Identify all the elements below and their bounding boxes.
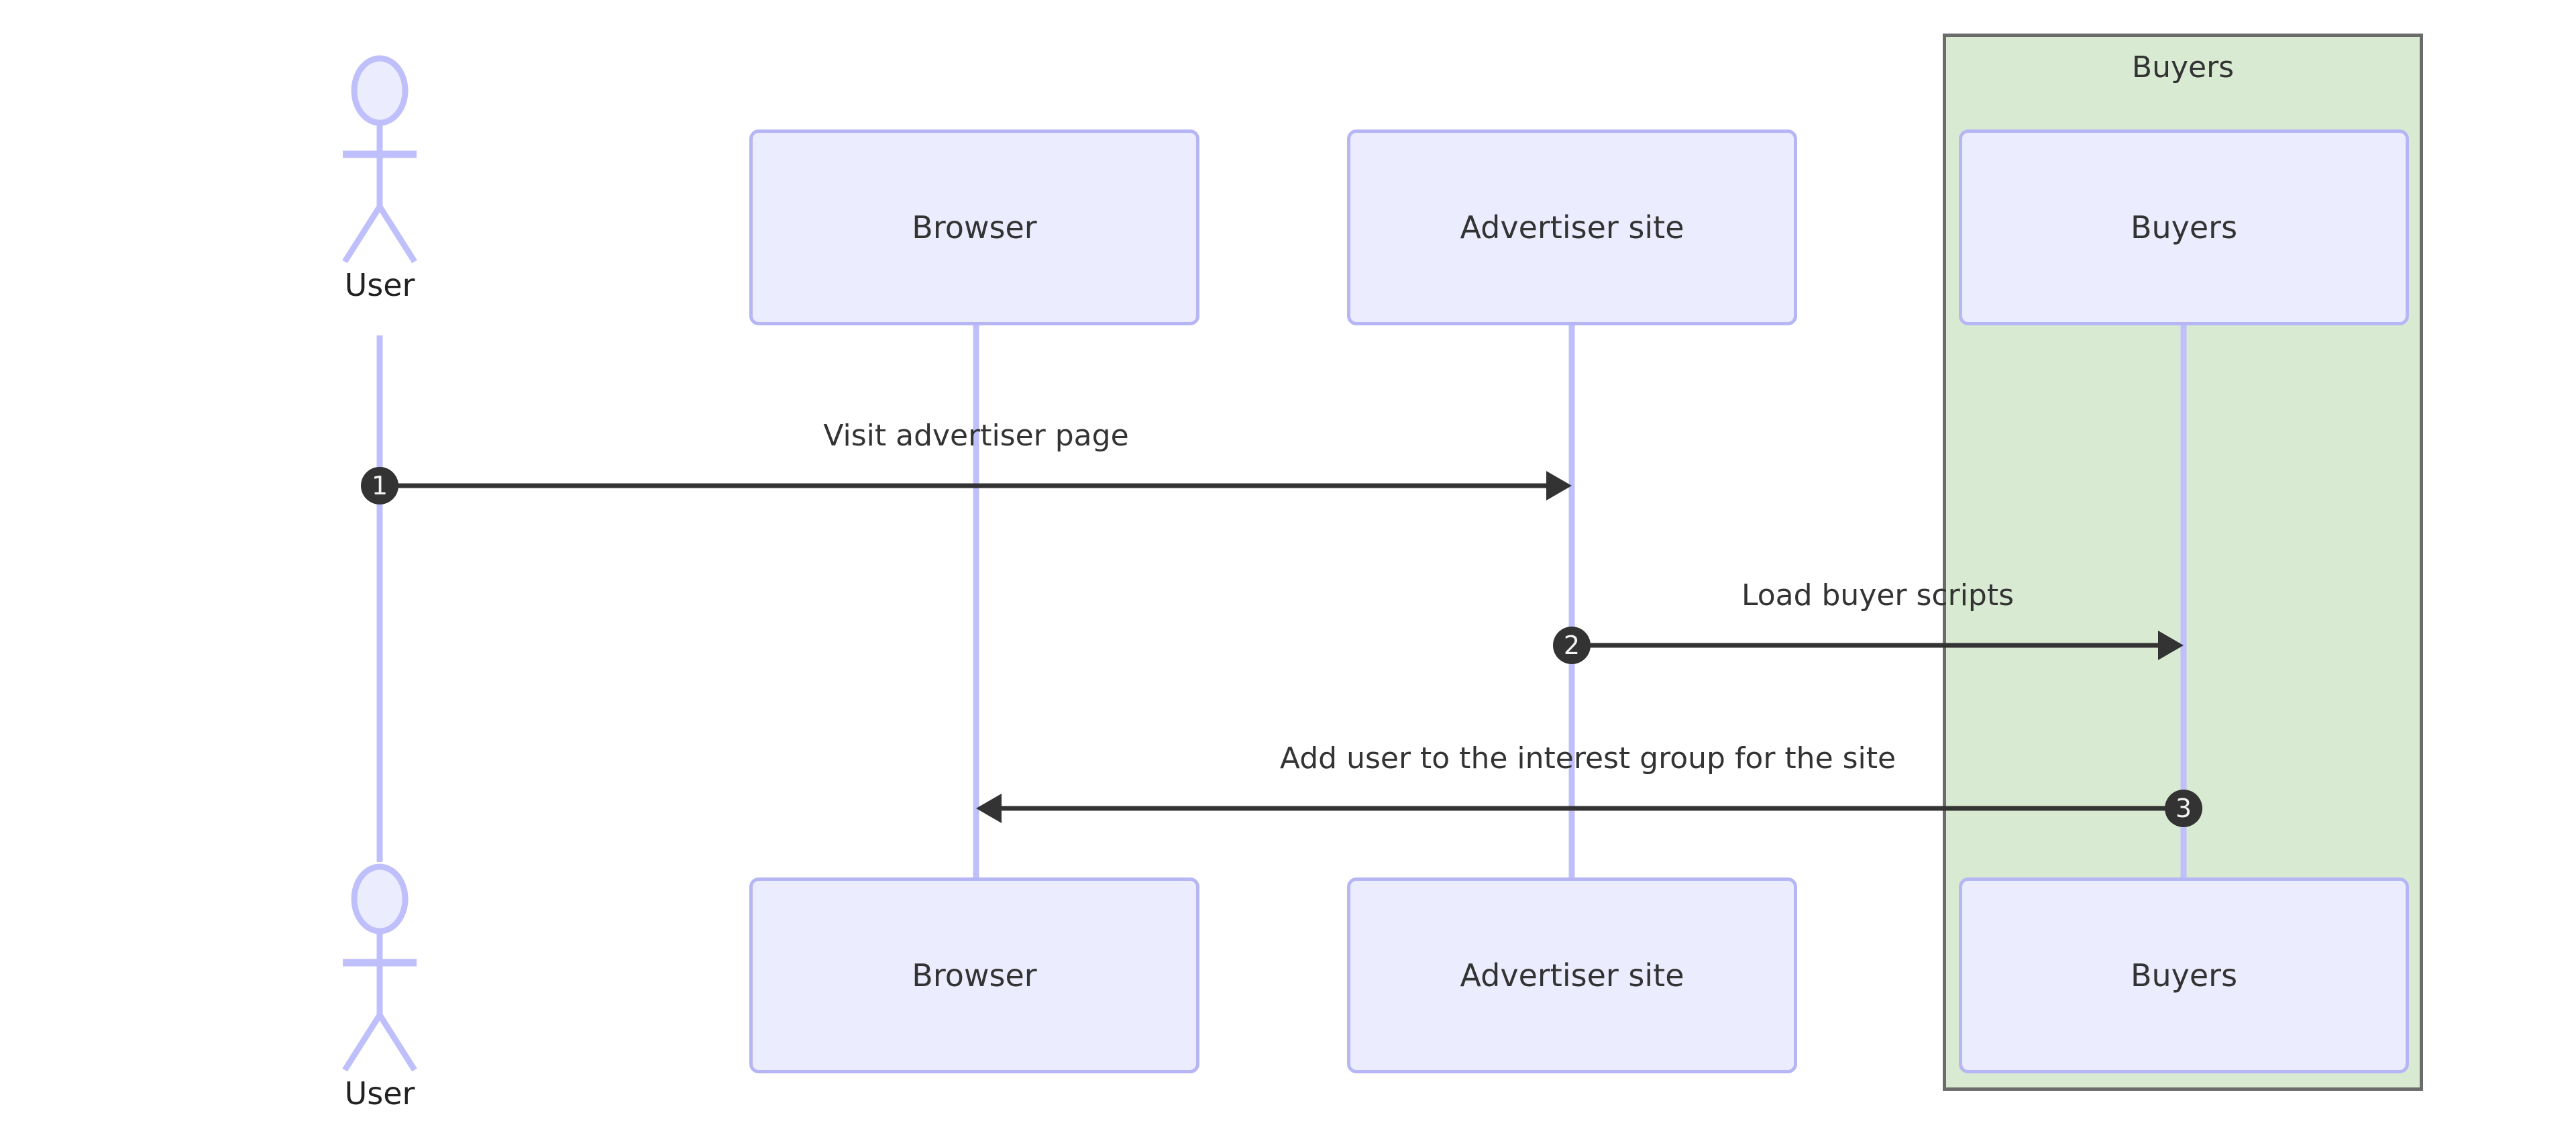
message-label-1: Visit advertiser page xyxy=(823,419,1129,453)
participant-label: Advertiser site xyxy=(1460,209,1684,246)
actor-user-actor-top[interactable]: User xyxy=(326,54,433,335)
participant-box-browser-bottom[interactable]: Browser xyxy=(749,877,1199,1073)
message-line-1[interactable] xyxy=(394,483,1549,488)
actor-label: User xyxy=(344,267,415,303)
participant-label: Buyers xyxy=(2130,209,2238,246)
message-line-2[interactable] xyxy=(1587,643,2161,648)
participant-label: Browser xyxy=(912,957,1037,994)
participant-label: Browser xyxy=(912,209,1037,246)
participant-label: Buyers xyxy=(2130,957,2238,994)
actor-user-actor-bottom[interactable]: User xyxy=(326,862,433,1123)
lifeline-buyers xyxy=(2180,325,2187,877)
participant-box-browser-top[interactable]: Browser xyxy=(749,129,1199,325)
arrowhead-1 xyxy=(1546,471,1572,500)
actor-stick-figure-icon xyxy=(342,863,417,1072)
message-label-3: Add user to the interest group for the s… xyxy=(1279,741,1896,776)
actor-label: User xyxy=(344,1075,415,1112)
actor-stick-figure-icon xyxy=(342,55,417,264)
lifeline-user xyxy=(376,335,383,862)
participant-box-buyers-bottom[interactable]: Buyers xyxy=(1959,877,2409,1073)
sequence-number-badge-2[interactable]: 2 xyxy=(1553,627,1591,664)
participant-label: Advertiser site xyxy=(1460,957,1684,994)
message-label-2: Load buyer scripts xyxy=(1741,578,2015,612)
sequence-number-badge-3[interactable]: 3 xyxy=(2165,790,2202,827)
message-line-3[interactable] xyxy=(999,806,2169,811)
lifeline-browser xyxy=(973,325,979,877)
participant-box-advertiser-site-bottom[interactable]: Advertiser site xyxy=(1347,877,1797,1073)
lifeline-advertiser-site xyxy=(1568,325,1575,877)
arrowhead-2 xyxy=(2158,631,2184,660)
arrowhead-3 xyxy=(976,794,1002,823)
participant-box-buyers-top[interactable]: Buyers xyxy=(1959,129,2409,325)
participant-box-advertiser-site-top[interactable]: Advertiser site xyxy=(1347,129,1797,325)
group-label: Buyers xyxy=(2131,50,2235,85)
sequence-number-badge-1[interactable]: 1 xyxy=(361,467,398,504)
